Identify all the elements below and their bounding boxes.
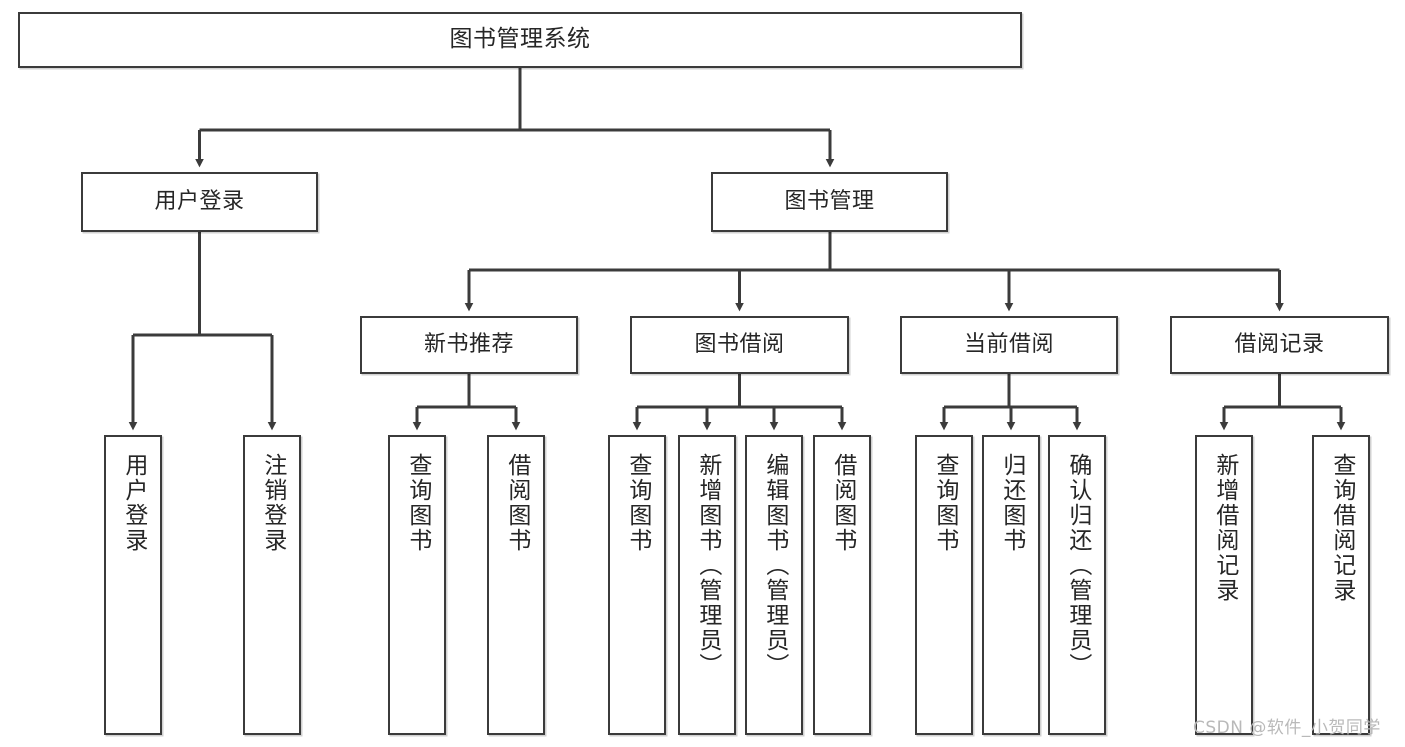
node-borrow-record-label: 借阅记录 bbox=[1234, 331, 1325, 357]
node-book-borrow[interactable]: 图书借阅 bbox=[630, 316, 849, 374]
leaf-query-book-borrow[interactable]: 查询图书 bbox=[608, 435, 666, 735]
leaf-add-book-admin[interactable]: 新增图书（管理员） bbox=[678, 435, 736, 735]
node-book-management-label: 图书管理 bbox=[784, 188, 875, 214]
leaf-return-book[interactable]: 归还图书 bbox=[982, 435, 1040, 735]
leaf-borrow-book[interactable]: 借阅图书 bbox=[813, 435, 871, 735]
leaf-label: 查询图书 bbox=[624, 453, 651, 553]
node-user-login-label: 用户登录 bbox=[154, 188, 245, 214]
leaf-label: 借阅图书 bbox=[829, 453, 856, 553]
leaf-add-borrow-record[interactable]: 新增借阅记录 bbox=[1195, 435, 1253, 735]
leaf-label: 新增图书（管理员） bbox=[694, 453, 721, 678]
csdn-watermark: CSDN @软件_小贺同学 bbox=[1193, 718, 1381, 738]
leaf-query-borrow-record[interactable]: 查询借阅记录 bbox=[1312, 435, 1370, 735]
leaf-query-book-recommend[interactable]: 查询图书 bbox=[388, 435, 446, 735]
node-root[interactable]: 图书管理系统 bbox=[18, 12, 1022, 68]
leaf-query-book-current[interactable]: 查询图书 bbox=[915, 435, 973, 735]
node-new-book-recommend[interactable]: 新书推荐 bbox=[360, 316, 578, 374]
leaf-label: 确认归还（管理员） bbox=[1064, 453, 1091, 678]
node-root-label: 图书管理系统 bbox=[449, 26, 591, 53]
node-current-borrow-label: 当前借阅 bbox=[963, 331, 1054, 357]
leaf-label: 新增借阅记录 bbox=[1211, 453, 1238, 603]
leaf-borrow-book-recommend[interactable]: 借阅图书 bbox=[487, 435, 545, 735]
leaf-label: 查询借阅记录 bbox=[1328, 453, 1355, 603]
node-user-login[interactable]: 用户登录 bbox=[81, 172, 318, 232]
node-book-management[interactable]: 图书管理 bbox=[711, 172, 948, 232]
leaf-label: 查询图书 bbox=[404, 453, 431, 553]
leaf-label: 查询图书 bbox=[931, 453, 958, 553]
leaf-user-login[interactable]: 用户登录 bbox=[104, 435, 162, 735]
leaf-confirm-return-admin[interactable]: 确认归还（管理员） bbox=[1048, 435, 1106, 735]
leaf-label: 用户登录 bbox=[120, 453, 147, 553]
leaf-logout[interactable]: 注销登录 bbox=[243, 435, 301, 735]
leaf-label: 编辑图书（管理员） bbox=[761, 453, 788, 678]
node-new-book-recommend-label: 新书推荐 bbox=[423, 331, 514, 357]
leaf-label: 注销登录 bbox=[259, 453, 286, 553]
leaf-edit-book-admin[interactable]: 编辑图书（管理员） bbox=[745, 435, 803, 735]
node-borrow-record[interactable]: 借阅记录 bbox=[1170, 316, 1389, 374]
leaf-label: 归还图书 bbox=[998, 453, 1025, 553]
leaf-label: 借阅图书 bbox=[503, 453, 530, 553]
node-book-borrow-label: 图书借阅 bbox=[694, 331, 785, 357]
node-current-borrow[interactable]: 当前借阅 bbox=[900, 316, 1118, 374]
